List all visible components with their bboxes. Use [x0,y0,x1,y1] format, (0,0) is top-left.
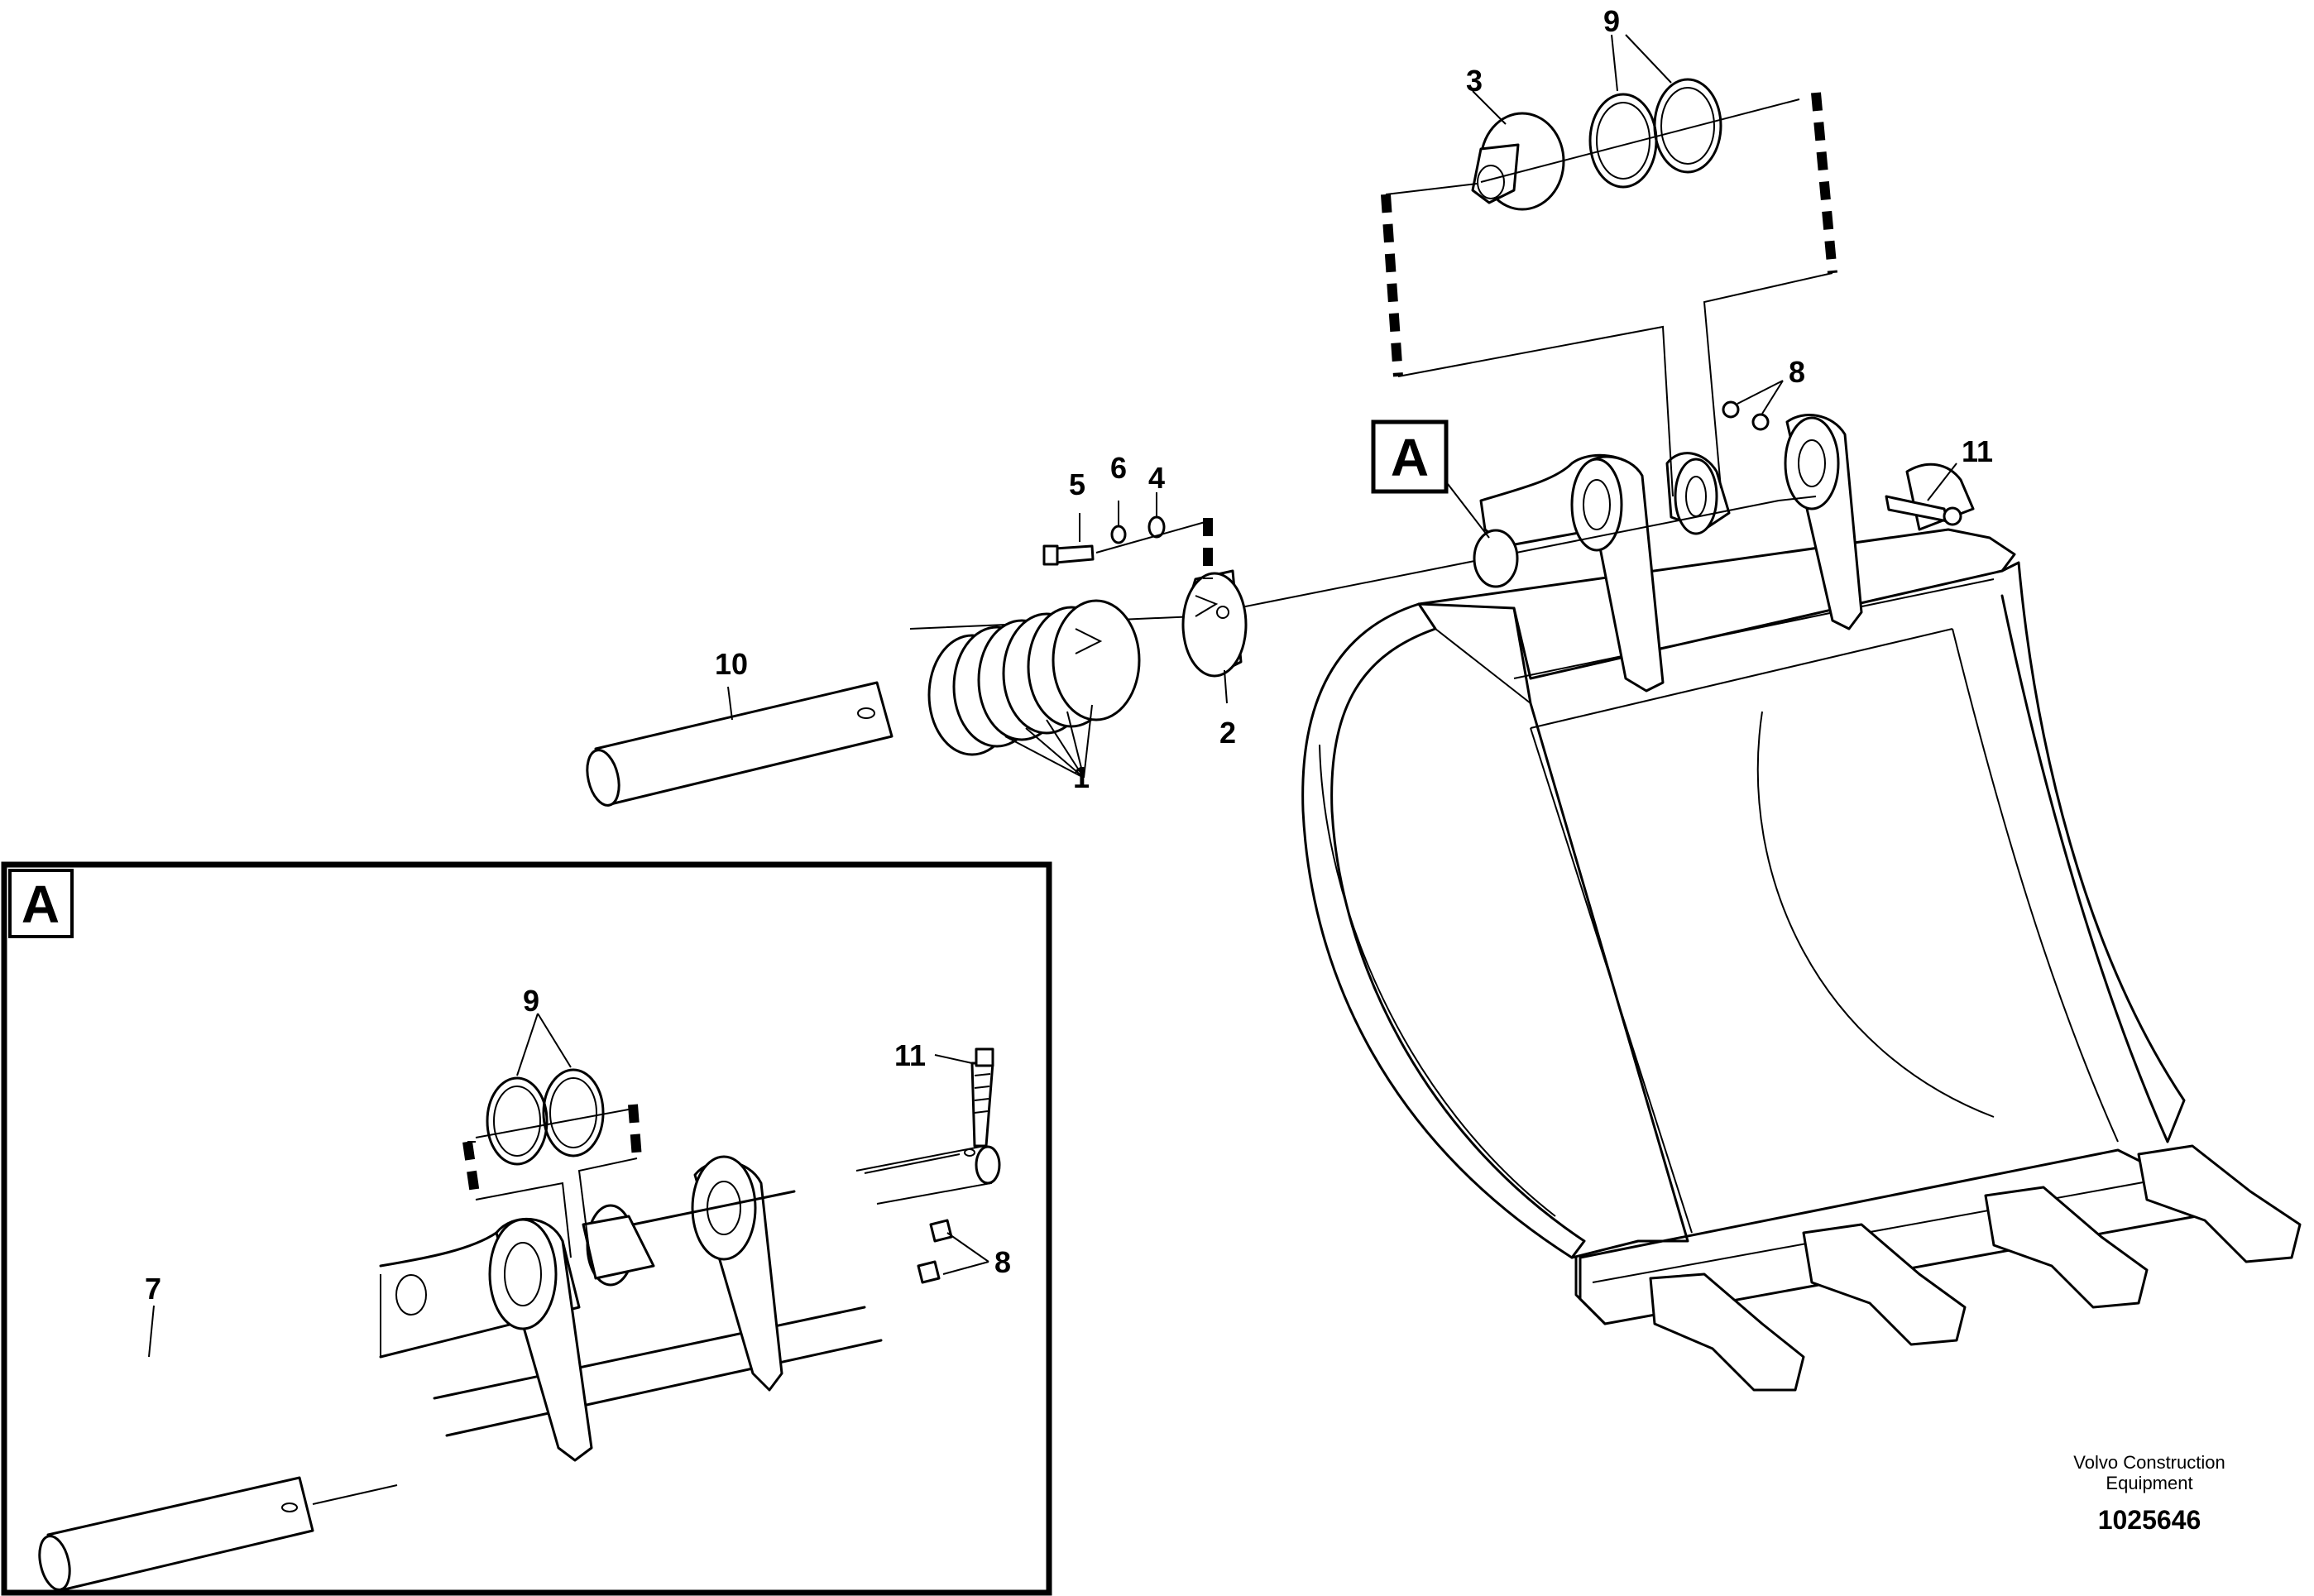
callout-11: 11 [1962,434,1993,468]
callout-1: 1 [1073,760,1090,794]
inset-a: A [1,861,1052,1596]
bucket-teeth [1649,1144,2302,1392]
callout-4: 4 [1148,461,1165,495]
bucket [1301,414,2302,1392]
brand-line-1: Volvo Construction [2073,1452,2225,1473]
figure-number: 1025646 [2098,1505,2201,1535]
pin-10 [586,681,894,807]
inset-callout-8: 8 [994,1245,1011,1279]
brand-line-2: Equipment [2106,1473,2192,1493]
callout-3: 3 [1466,64,1483,98]
callout-5: 5 [1069,467,1085,501]
exploded-parts [586,34,1962,807]
inset-callout-11: 11 [894,1038,926,1072]
leader-lines [727,34,1957,779]
callout-8: 8 [1789,355,1805,389]
nuts-8 [1722,400,1770,431]
bushing-3 [1471,112,1565,211]
detail-reference-letter: A [1391,428,1429,487]
callout-2: 2 [1219,716,1236,750]
inset-callout-7: 7 [145,1272,161,1306]
shims-1 [927,599,1141,756]
callout-10: 10 [715,647,748,681]
footer: Volvo Construction Equipment 1025646 [2073,1452,2225,1535]
detail-reference-a: A [1371,419,1449,494]
bolt-5 [1042,515,1166,566]
plate-2 [1181,569,1248,678]
inset-label: A [22,875,60,934]
callout-6: 6 [1110,451,1127,485]
seals-9 [1588,78,1722,189]
inset-callout-9: 9 [523,984,539,1018]
callout-labels: 1 2 3 4 5 6 8 9 10 11 [715,4,1993,794]
callout-9: 9 [1603,4,1620,38]
